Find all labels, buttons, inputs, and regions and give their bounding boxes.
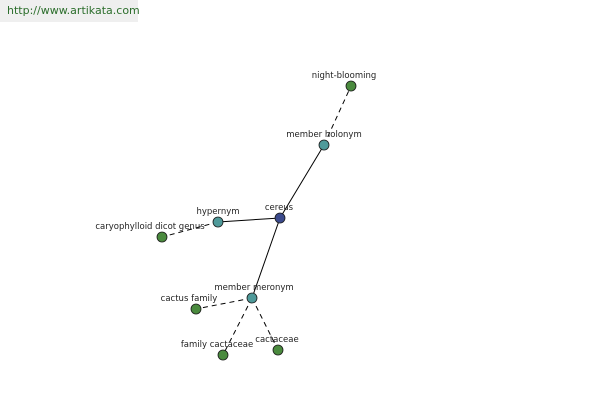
edge-cereus-to-hypernym	[217, 217, 281, 223]
node-label-caryophylloid[interactable]: caryophylloid dicot genus	[95, 222, 205, 232]
node-cactus-family[interactable]	[190, 303, 202, 315]
node-cactaceae[interactable]	[272, 344, 284, 356]
node-label-night-blooming[interactable]: night-blooming	[312, 71, 377, 81]
edge-cereus-to-member-holonym	[279, 144, 325, 219]
nodes-layer	[156, 80, 357, 361]
node-label-member-holonym[interactable]: member holonym	[286, 130, 361, 140]
edge-member-meronym-to-family-cactaceae	[222, 297, 253, 356]
labels-layer: cereus member holonym night-blooming hypern…	[95, 71, 376, 350]
edges-layer	[161, 85, 352, 356]
node-night-blooming[interactable]	[345, 80, 357, 92]
node-member-holonym[interactable]	[318, 139, 330, 151]
node-label-cactus-family[interactable]: cactus family	[161, 294, 218, 304]
edge-member-meronym-to-cactus-family	[195, 297, 253, 310]
node-label-cactaceae[interactable]: cactaceae	[255, 335, 298, 345]
node-member-meronym[interactable]	[246, 292, 258, 304]
node-label-family-cactaceae[interactable]: family cactaceae	[181, 340, 253, 350]
node-label-hypernym[interactable]: hypernym	[196, 207, 239, 217]
node-family-cactaceae[interactable]	[217, 349, 229, 361]
node-label-cereus[interactable]: cereus	[265, 203, 294, 213]
edge-member-holonym-to-night-blooming	[323, 85, 352, 146]
node-hypernym[interactable]	[212, 216, 224, 228]
edge-hypernym-to-caryophylloid	[161, 221, 219, 238]
node-cereus[interactable]	[274, 212, 286, 224]
edge-cereus-to-member-meronym	[251, 217, 281, 299]
node-caryophylloid[interactable]	[156, 231, 168, 243]
node-label-member-meronym[interactable]: member meronym	[214, 283, 293, 293]
edge-member-meronym-to-cactaceae	[251, 297, 279, 351]
source-link[interactable]: http://www.artikata.com	[0, 0, 140, 22]
